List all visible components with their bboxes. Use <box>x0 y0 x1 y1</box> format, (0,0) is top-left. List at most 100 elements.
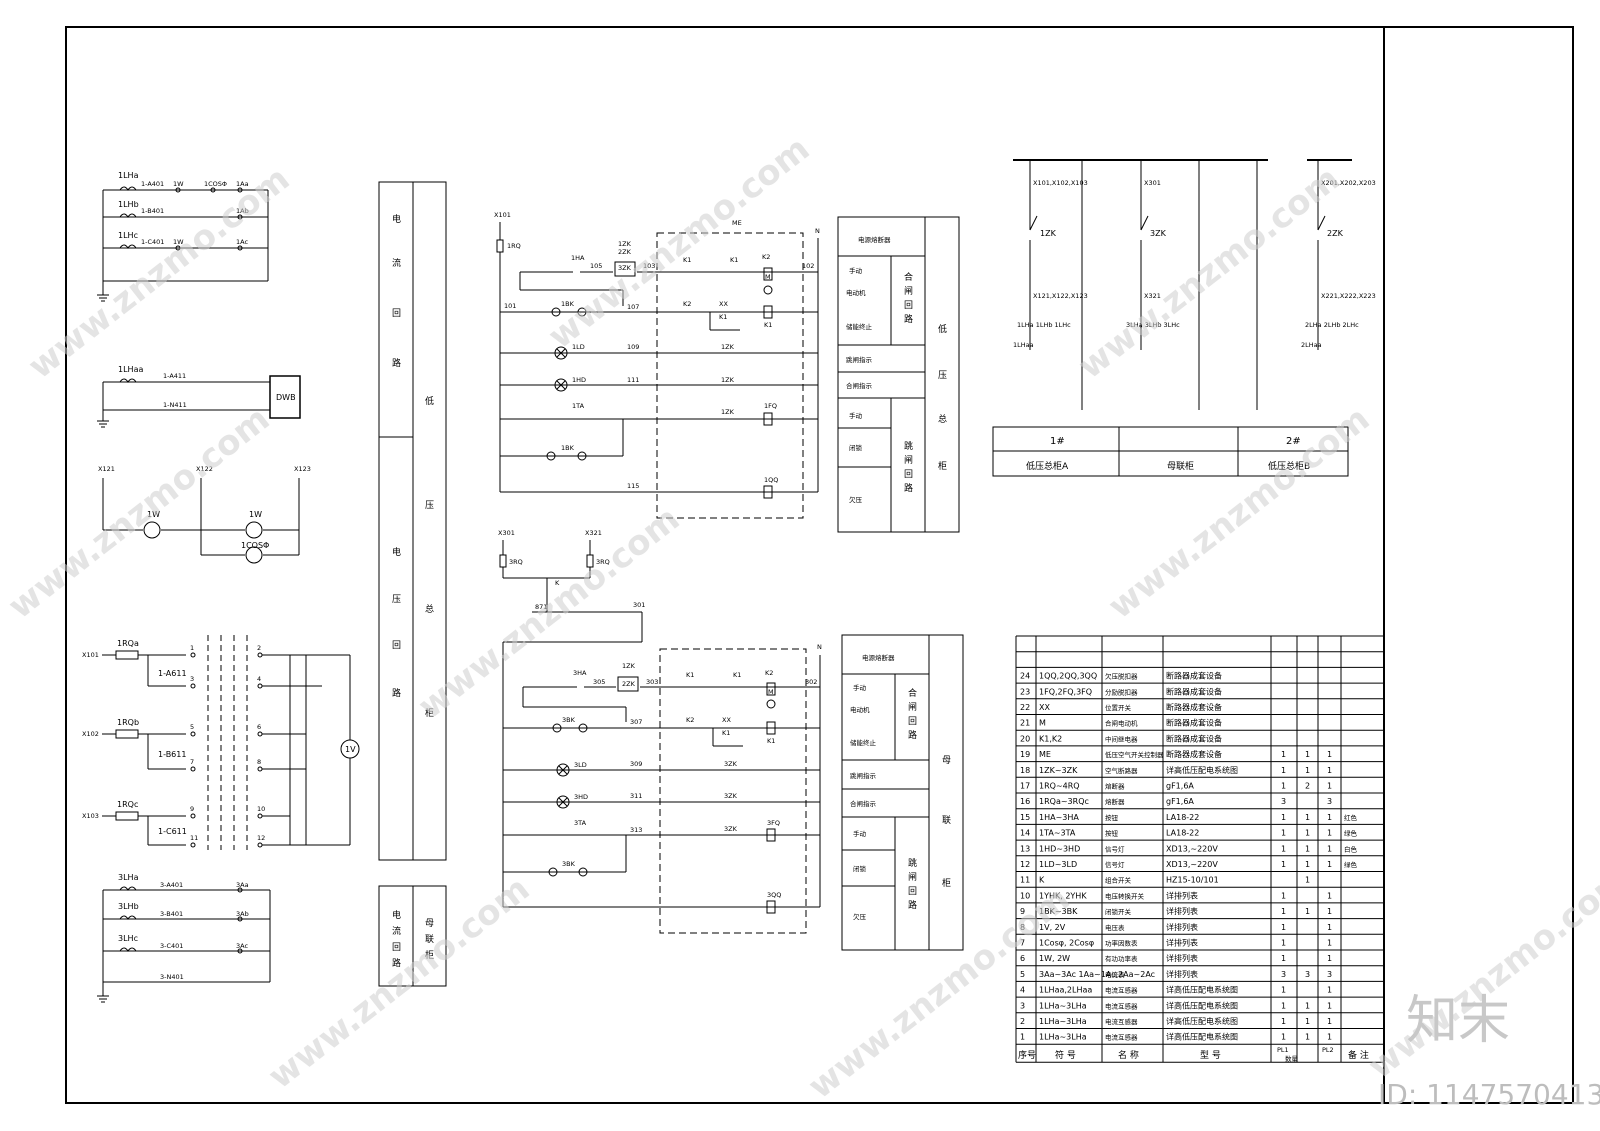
bom-name: 组合开关 <box>1105 876 1132 885</box>
breaker-label: 2ZK <box>1327 229 1344 238</box>
wire-num: 871 <box>535 603 547 611</box>
ct-label: 3LHc <box>118 934 138 943</box>
vbar-char: 回 <box>392 308 401 319</box>
bom-qty: 1 <box>1281 750 1286 759</box>
vbar-char: 路 <box>392 687 401 699</box>
bom-header: PL2 <box>1322 1046 1334 1054</box>
wire-num: 105 <box>590 262 602 270</box>
bom-no: 12 <box>1020 860 1030 869</box>
fuse-label: 3RQ <box>596 558 610 566</box>
bom-no: 5 <box>1020 970 1025 979</box>
bom-qty: 1 <box>1305 1017 1310 1026</box>
lamp-label: 1HD <box>572 376 586 384</box>
legend-cell: 欠压 <box>849 495 863 504</box>
ammeter-label: 1Ab <box>236 207 249 215</box>
wire-num: 115 <box>627 482 639 490</box>
bom-qty: 1 <box>1281 813 1286 822</box>
legend-char: 联 <box>942 815 951 826</box>
bom-model: XD13,~220V <box>1166 860 1218 869</box>
bom-no: 11 <box>1020 876 1030 885</box>
terminal-label: X321 <box>1144 292 1161 300</box>
wire-label: 1-A411 <box>163 372 186 380</box>
ct-label: 2LHaa <box>1301 341 1322 349</box>
ct-label: 2LHa 2LHb 2LHc <box>1305 321 1359 329</box>
legend-char: 回 <box>908 886 917 897</box>
controller-label: ME <box>732 219 742 227</box>
legend-char: 合 <box>904 271 913 283</box>
terminal-label: X301 <box>498 529 515 537</box>
legend-cell: 合闸指示 <box>846 381 873 390</box>
bom-symbol: 1HA~3HA <box>1039 813 1079 822</box>
bom-name: 熔断器 <box>1105 797 1125 806</box>
bom-qty: 1 <box>1327 813 1332 822</box>
vbar-main-labels: 电 流 回 路 电 压 回 路 低 压 总 柜 <box>392 213 434 719</box>
one-line-diagram <box>992 159 1352 477</box>
ct-label: 1LHb <box>118 200 139 209</box>
lock-label: 1BK <box>561 300 575 308</box>
wire-label: 3-C401 <box>160 942 183 950</box>
relay-label: K2 <box>765 669 773 677</box>
legend-char: 路 <box>908 899 917 911</box>
breaker-label: 3ZK <box>1150 229 1167 238</box>
legend-char: 低 <box>938 323 947 335</box>
legend-cell: 跳闸指示 <box>850 771 877 780</box>
neutral-label: N <box>815 227 820 235</box>
wire-num: 101 <box>504 302 516 310</box>
motor-label: M <box>765 273 771 281</box>
wire-num: 109 <box>627 343 639 351</box>
vbar-char: 流 <box>392 925 401 937</box>
legend-cell: 电源熔断器 <box>858 235 891 244</box>
vbar-char: 柜 <box>425 707 434 719</box>
bom-model: 详高低压配电系统图 <box>1166 1000 1238 1010</box>
vbar-char: 电 <box>392 213 401 225</box>
bom-symbol: 1Cosφ, 2Cosφ <box>1039 939 1094 948</box>
ctrl1-labels: X101 1RQ ME N 1HA 105 1ZK 2ZK 3ZK 103 K1… <box>494 211 820 490</box>
bom-qty: 1 <box>1281 954 1286 963</box>
motor-label: M <box>768 688 774 696</box>
ctrl1-circuit <box>496 222 819 519</box>
ammeter-label: 1Aa <box>236 180 249 188</box>
lamp-label: 3HD <box>574 793 588 801</box>
bom-qty: 1 <box>1281 923 1286 932</box>
bom-no: 10 <box>1020 891 1030 900</box>
bom-no: 15 <box>1020 813 1030 822</box>
node-num: 11 <box>190 834 198 842</box>
legend-cell: 电源熔断器 <box>862 653 895 662</box>
legend-char: 压 <box>938 370 947 381</box>
bom-qty: 1 <box>1305 766 1310 775</box>
cabinet-name: 低压总柜A <box>1026 460 1069 472</box>
node-num: 12 <box>257 834 265 842</box>
terminal-label: X121,X122,X123 <box>1033 292 1088 300</box>
bom-note: 红色 <box>1344 813 1358 822</box>
bom-qty: 1 <box>1305 844 1310 853</box>
bom-name: 电流互感器 <box>1105 1001 1138 1010</box>
bom-model: 详排列表 <box>1166 938 1198 948</box>
watermark-text: www.znzmo.com <box>21 159 297 387</box>
bom-name: 分励脱扣器 <box>1105 687 1138 696</box>
uv-coil-label: 1QQ <box>764 476 778 484</box>
legend-char: 路 <box>904 482 913 494</box>
vbar-char: 回 <box>392 942 401 953</box>
fuse-label: 3RQ <box>509 558 523 566</box>
bom-name: 有功功率表 <box>1105 954 1138 963</box>
node-num: 5 <box>190 723 194 731</box>
bom-qty: 1 <box>1281 1001 1286 1010</box>
bom-symbol: 1TA~3TA <box>1039 829 1076 838</box>
bom-qty: 1 <box>1327 923 1332 932</box>
fuse-label: 1RQc <box>117 800 138 809</box>
terminal-label: X221,X222,X223 <box>1321 292 1376 300</box>
button-label: 1HA <box>571 254 585 262</box>
bom-qty: 1 <box>1327 1001 1332 1010</box>
wire-num: 313 <box>630 826 642 834</box>
bom-no: 19 <box>1020 750 1030 759</box>
cabinet-number: 2# <box>1286 436 1301 447</box>
bom-symbol: 1W, 2W <box>1039 954 1070 963</box>
bom-name: 低压空气开关控制器 <box>1105 750 1164 759</box>
ct-current-labels: 1LHa 1-A401 1W 1COSΦ 1Aa 1LHb 1-B401 1Ab… <box>118 171 249 246</box>
legend-char: 柜 <box>942 877 951 889</box>
legend-char: 跳 <box>908 857 917 869</box>
legend-cell: 合闸指示 <box>850 799 877 808</box>
ctrl2-circuit <box>499 540 821 934</box>
watermark-id: ID: 1147570413 <box>1378 1078 1600 1111</box>
bom-symbol: 1RQa~3RQc <box>1039 797 1089 806</box>
